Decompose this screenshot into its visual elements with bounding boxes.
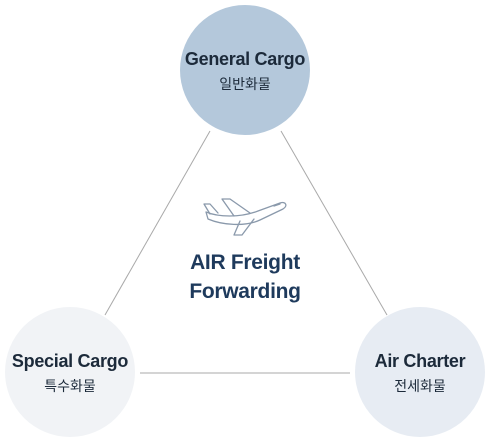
node-special-cargo: Special Cargo 특수화물: [5, 307, 135, 437]
node-title: Special Cargo: [11, 350, 129, 371]
node-title: General Cargo: [184, 48, 306, 69]
center-label-line1: AIR Freight: [190, 251, 300, 274]
connector-top-left: [104, 130, 211, 316]
node-air-charter: Air Charter 전세화물: [355, 307, 485, 437]
node-subtitle: 특수화물: [44, 377, 96, 394]
node-subtitle: 일반화물: [219, 75, 271, 92]
node-general-cargo: General Cargo 일반화물: [180, 5, 310, 135]
center-label: AIR Freight Forwarding: [145, 248, 345, 306]
node-subtitle: 전세화물: [394, 377, 446, 394]
airplane-icon: [203, 198, 287, 236]
center-label-line2: Forwarding: [189, 280, 301, 303]
node-title: Air Charter: [374, 350, 466, 371]
connector-top-right: [280, 130, 388, 316]
